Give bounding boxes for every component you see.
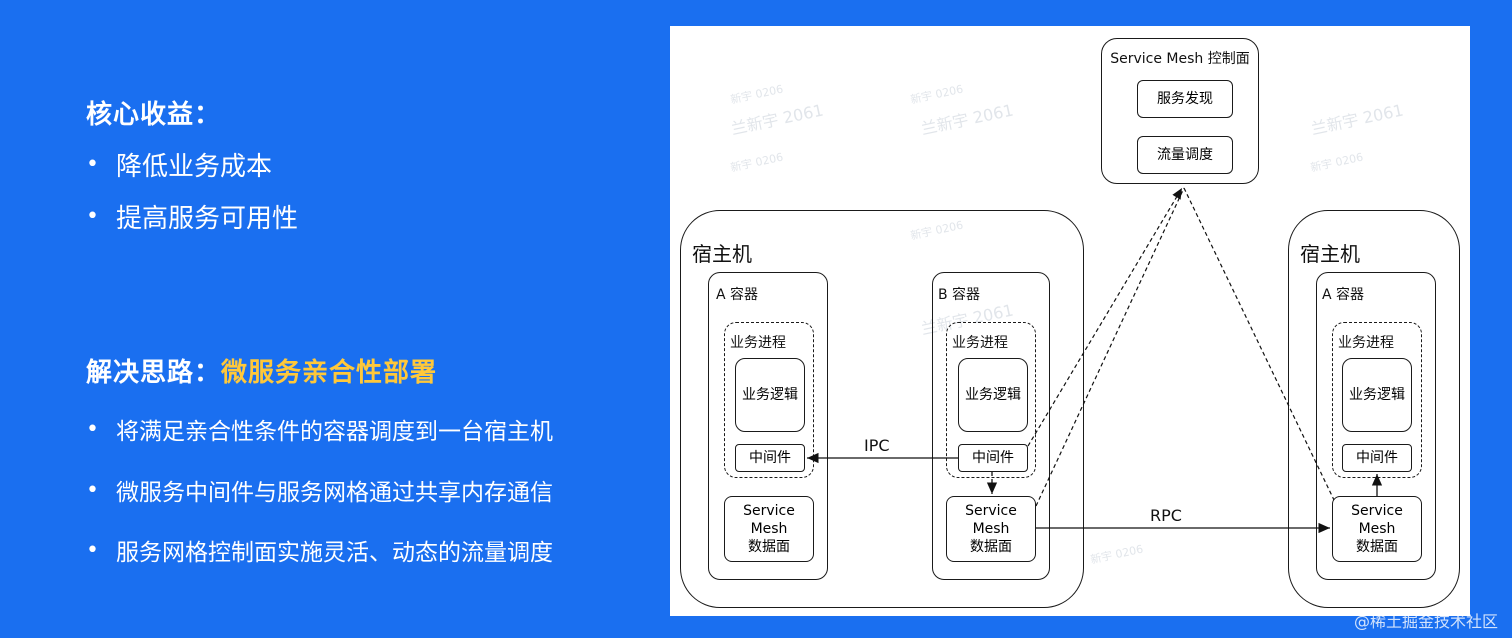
bullet-icon: • bbox=[86, 204, 99, 229]
host-left-container-a bbox=[708, 272, 828, 580]
host-right-container-a bbox=[1316, 272, 1436, 580]
middleware-box: 中间件 bbox=[735, 444, 805, 472]
control-plane-link bbox=[1035, 187, 1185, 507]
approach-text: 将满足亲合性条件的容器调度到一台宿主机 bbox=[116, 419, 553, 445]
control-plane-link bbox=[1183, 187, 1335, 501]
host-right-title: 宿主机 bbox=[1300, 242, 1360, 266]
mesh-line: 数据面 bbox=[748, 539, 790, 555]
traffic-scheduling-box: 流量调度 bbox=[1137, 136, 1233, 174]
approach-text: 服务网格控制面实施灵活、动态的流量调度 bbox=[116, 540, 553, 566]
benefit-text: 提高服务可用性 bbox=[116, 204, 299, 234]
rpc-label: RPC bbox=[1150, 506, 1182, 525]
mesh-line: Service bbox=[1351, 503, 1403, 519]
service-discovery-box: 服务发现 bbox=[1137, 80, 1233, 118]
benefits-title: 核心收益： bbox=[86, 100, 222, 130]
approach-item: • 服务网格控制面实施灵活、动态的流量调度 bbox=[86, 533, 553, 567]
mesh-data-plane-box: Service Mesh 数据面 bbox=[946, 496, 1036, 562]
bullet-icon: • bbox=[86, 477, 99, 503]
middleware-box: 中间件 bbox=[1342, 444, 1412, 472]
host-right-box bbox=[1288, 210, 1460, 608]
mesh-line: Mesh bbox=[972, 521, 1010, 537]
diagram-edges bbox=[807, 187, 1383, 534]
process-label: 业务进程 bbox=[952, 335, 1008, 351]
credit-watermark: @稀土掘金技术社区 bbox=[1353, 612, 1498, 631]
control-plane-link bbox=[1027, 187, 1183, 447]
process-box bbox=[946, 322, 1036, 478]
process-box bbox=[724, 322, 814, 478]
container-a-title: A 容器 bbox=[1322, 287, 1365, 303]
mesh-data-plane-box: Service Mesh 数据面 bbox=[1332, 496, 1422, 562]
mesh-line: Service bbox=[965, 503, 1017, 519]
process-label: 业务进程 bbox=[730, 335, 786, 351]
bullet-icon: • bbox=[86, 152, 99, 177]
host-left-box bbox=[680, 210, 1084, 608]
approach-item: • 将满足亲合性条件的容器调度到一台宿主机 bbox=[86, 412, 553, 446]
control-plane-title: Service Mesh 控制面 bbox=[1110, 51, 1250, 67]
benefit-item: • 提高服务可用性 bbox=[86, 198, 298, 235]
approach-text: 微服务中间件与服务网格通过共享内存通信 bbox=[116, 480, 553, 506]
mesh-line: 数据面 bbox=[970, 539, 1012, 555]
architecture-diagram: 兰新宇 2061 兰新宇 2061 兰新宇 2061 兰新宇 2061 新宇 0… bbox=[670, 26, 1470, 616]
host-left-title: 宿主机 bbox=[692, 242, 752, 266]
approach-item: • 微服务中间件与服务网格通过共享内存通信 bbox=[86, 473, 553, 507]
host-left-container-b bbox=[932, 272, 1050, 580]
left-text-panel: 核心收益： • 降低业务成本 • 提高服务可用性 解决思路：微服务亲合性部署 •… bbox=[0, 0, 660, 638]
benefit-text: 降低业务成本 bbox=[116, 152, 273, 182]
business-logic-box: 业务逻辑 bbox=[958, 358, 1028, 432]
control-plane-box bbox=[1101, 38, 1259, 184]
approach-prefix: 解决思路： bbox=[86, 358, 222, 388]
container-a-title: A 容器 bbox=[716, 287, 759, 303]
approach-highlight: 微服务亲合性部署 bbox=[221, 358, 438, 388]
mesh-line: Mesh bbox=[1358, 521, 1396, 537]
container-b-title: B 容器 bbox=[938, 287, 981, 303]
mesh-data-plane-box: Service Mesh 数据面 bbox=[724, 496, 814, 562]
bullet-icon: • bbox=[86, 537, 99, 563]
mesh-line: 数据面 bbox=[1356, 539, 1398, 555]
process-label: 业务进程 bbox=[1338, 335, 1394, 351]
ipc-label: IPC bbox=[864, 436, 890, 455]
mesh-line: Mesh bbox=[750, 521, 788, 537]
business-logic-box: 业务逻辑 bbox=[1342, 358, 1412, 432]
business-logic-box: 业务逻辑 bbox=[735, 358, 805, 432]
middleware-box: 中间件 bbox=[958, 444, 1028, 472]
bullet-icon: • bbox=[86, 416, 99, 442]
approach-title: 解决思路：微服务亲合性部署 bbox=[86, 352, 437, 389]
benefit-item: • 降低业务成本 bbox=[86, 146, 272, 183]
mesh-line: Service bbox=[743, 503, 795, 519]
